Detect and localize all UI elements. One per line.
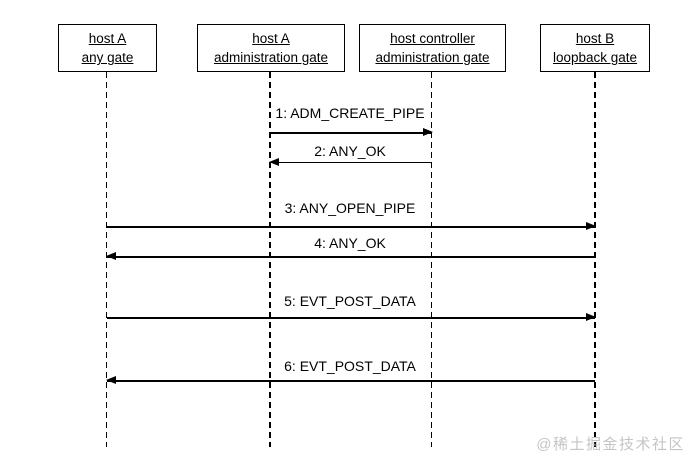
message-3-label: 3: ANY_OPEN_PIPE [284,200,416,216]
message-3-arrow [106,222,596,231]
message-2-label: 2: ANY_OK [314,143,386,159]
arrowhead-left-icon [105,376,116,385]
actor-label-line1: host controller [390,31,475,46]
actor-box-host-a-any-gate: host A any gate [58,24,157,72]
actor-label-line1: host A [88,31,127,46]
message-2-arrow [269,157,432,166]
actor-label-line1: host B [575,31,615,46]
actor-box-host-b-loopback-gate: host B loopback gate [540,24,650,72]
actor-label-line1: host A [252,31,290,46]
actor-label-line2: loopback gate [552,50,638,65]
message-4-label: 4: ANY_OK [314,235,386,251]
message-5-label: 5: EVT_POST_DATA [284,293,416,309]
lifeline-host-b-loopback-gate [594,72,596,447]
watermark-juejin: @稀土掘金技术社区 [536,436,685,453]
lifeline-host-controller-admin-gate [430,72,433,447]
arrowhead-right-icon [422,128,433,137]
arrowhead-left-icon [269,157,279,166]
message-6-arrow [105,376,595,385]
message-4-arrow [105,252,595,261]
actor-label-line2: any gate [81,50,134,65]
actor-label-line2: administration gate [213,50,329,65]
arrowhead-right-icon [586,222,596,231]
message-5-arrow [106,313,596,322]
actor-label-line2: administration gate [375,50,490,65]
message-6-label: 6: EVT_POST_DATA [284,358,416,374]
actor-box-host-controller-admin-gate: host controller administration gate [359,24,506,72]
actor-box-host-a-admin-gate: host A administration gate [197,24,345,72]
arrowhead-left-icon [105,252,116,261]
message-1-arrow [270,128,433,137]
arrowhead-right-icon [586,313,596,322]
message-1-label: 1: ADM_CREATE_PIPE [275,105,425,121]
lifeline-host-a-admin-gate [269,72,271,447]
